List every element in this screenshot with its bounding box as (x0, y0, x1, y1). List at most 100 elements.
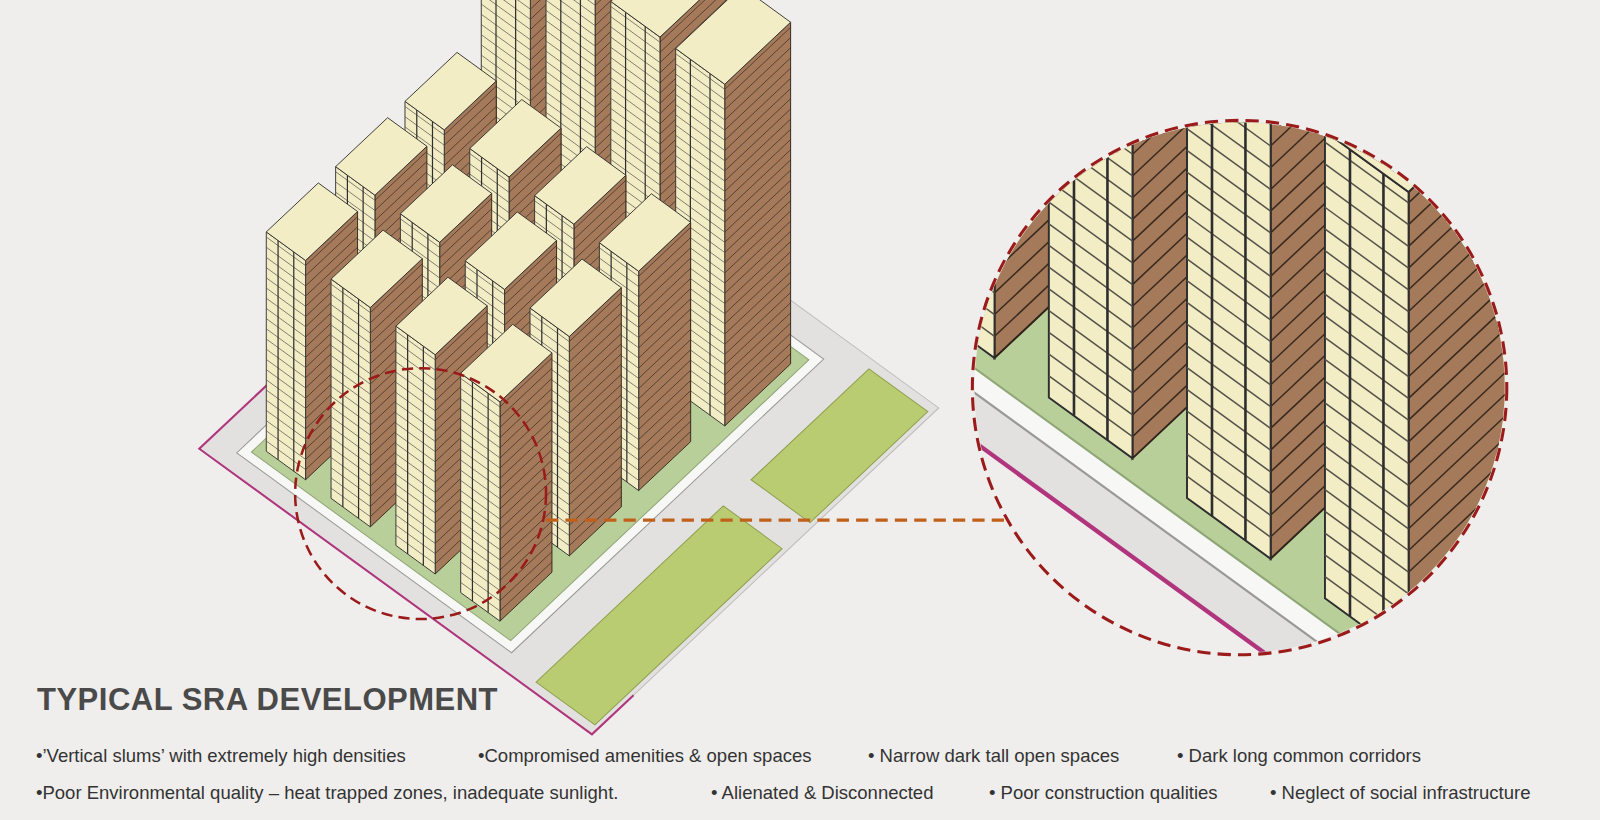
floor-line (546, 72, 595, 108)
floor-line (481, 14, 530, 50)
floor-line (546, 0, 595, 5)
floor-line (676, 176, 725, 212)
building-roof (336, 118, 427, 196)
building-roof (405, 52, 496, 130)
floor-line (725, 78, 791, 140)
zoom-circle (972, 120, 1506, 654)
floor-line (611, 98, 660, 134)
floor-line (569, 385, 621, 434)
site-plate (199, 122, 938, 734)
floor-line (546, 21, 595, 57)
floor-line (725, 293, 791, 355)
floor-line (611, 88, 660, 124)
floor-line (725, 170, 791, 232)
floor-line (546, 10, 595, 46)
floor-line (611, 68, 660, 104)
floor-line (611, 129, 660, 165)
building-side (725, 22, 791, 426)
floor-line (569, 364, 621, 413)
floor-line (546, 51, 595, 87)
floor-line (639, 401, 691, 450)
floor-line (569, 446, 621, 495)
bullet-note: • Dark long common corridors (1177, 745, 1421, 767)
floor-line (676, 156, 725, 192)
title: TYPICAL SRA DEVELOPMENT (37, 682, 498, 718)
floor-line (639, 319, 691, 368)
floor-line (546, 0, 595, 36)
building-end (331, 279, 370, 527)
floor-line (569, 323, 621, 372)
balcony-edge (342, 288, 343, 507)
floor-line (639, 268, 691, 317)
floor-line (676, 145, 725, 181)
floor-line (725, 252, 791, 314)
bullet-note: •Compromised amenities & open spaces (478, 745, 811, 767)
floor-line (569, 415, 621, 464)
floor-line (500, 501, 552, 550)
balcony-edge (293, 252, 294, 471)
floor-line (639, 278, 691, 327)
floor-line (725, 150, 791, 212)
building-roof (676, 0, 791, 84)
building-roof (465, 212, 556, 290)
floor-line (639, 289, 691, 338)
floor-line (725, 140, 791, 202)
balcony-edge (423, 346, 424, 565)
floor-line (611, 109, 660, 145)
building-roof (461, 324, 552, 402)
floor-line (725, 180, 791, 242)
bullet-note: •Poor Environmental quality – heat trapp… (36, 782, 618, 804)
floor-line (676, 105, 725, 141)
balcony-edge (626, 263, 627, 482)
floor-line (569, 435, 621, 484)
floor-line (611, 58, 660, 94)
floor-line (725, 333, 791, 395)
floor-line (546, 82, 595, 118)
floor-line (481, 35, 530, 71)
floor-line (611, 47, 660, 83)
balcony-edge (277, 240, 278, 459)
floor-line (481, 4, 530, 40)
floor-line (500, 389, 552, 438)
floor-line (725, 231, 791, 293)
floor-line (481, 0, 530, 19)
floor-line (500, 440, 552, 489)
floor-line (676, 84, 725, 120)
floor-line (725, 191, 791, 253)
floor-line (725, 303, 791, 365)
balcony-edge (488, 393, 489, 612)
bullet-note: • Narrow dark tall open spaces (868, 745, 1119, 767)
floor-line (500, 460, 552, 509)
floor-line (725, 313, 791, 375)
floor-line (481, 0, 530, 30)
floor-line (725, 221, 791, 283)
floor-line (500, 409, 552, 458)
floor-line (569, 374, 621, 423)
floor-line (569, 405, 621, 454)
building-roof (470, 100, 561, 178)
floor-line (639, 380, 691, 429)
floor-line (725, 68, 791, 130)
floor-line (569, 476, 621, 525)
site-scene (199, 0, 938, 734)
floor-line (725, 211, 791, 273)
floor-line (676, 166, 725, 202)
floor-line (639, 340, 691, 389)
floor-line (639, 258, 691, 307)
floor-line (481, 0, 530, 9)
building-end (396, 326, 435, 574)
floor-line (611, 78, 660, 114)
floor-line (676, 115, 725, 151)
park-strip (751, 369, 928, 523)
balcony-edge (358, 299, 359, 518)
building-roof (331, 230, 422, 308)
floor-line (676, 94, 725, 130)
floor-line (569, 466, 621, 515)
building-roof (530, 259, 621, 337)
floor-line (639, 329, 691, 378)
building-roof (396, 277, 487, 355)
floor-line (611, 119, 660, 155)
building-roof (599, 194, 690, 272)
floor-line (639, 411, 691, 460)
building-end (461, 373, 500, 621)
